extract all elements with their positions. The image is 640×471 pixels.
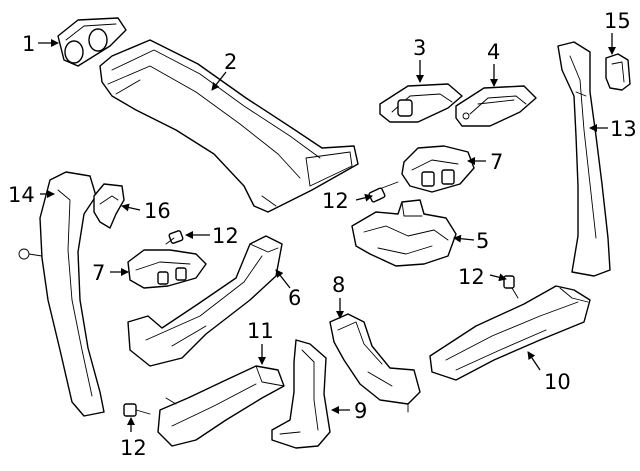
leader-5: [453, 234, 475, 243]
part-16-clip: [93, 183, 125, 229]
callout-15: 15: [604, 9, 631, 33]
part-12-clip-lower: [123, 403, 151, 417]
part-13-rear-riser-duct: [557, 41, 611, 277]
callout-14: 14: [8, 183, 35, 207]
part-7-lower-duct-junction: [127, 249, 207, 289]
part-7-upper-duct-junction: [401, 145, 475, 193]
callout-2: 2: [224, 50, 237, 74]
leader-6: [275, 269, 291, 289]
callout-16: 16: [144, 199, 171, 223]
callout-1: 1: [22, 32, 35, 56]
part-14-left-riser-duct: [18, 171, 105, 417]
part-9-riser-duct: [271, 339, 331, 449]
callout-13: 13: [610, 117, 637, 141]
leader-12-right: [489, 273, 507, 282]
callout-11: 11: [247, 319, 274, 343]
leader-2: [211, 71, 227, 91]
callout-4: 4: [487, 40, 500, 64]
part-8-elbow-duct: [329, 313, 421, 413]
callout-6: 6: [288, 286, 301, 310]
part-5-center-duct: [351, 199, 457, 267]
part-1-duct-adapter: [57, 17, 127, 67]
callout-10: 10: [544, 370, 571, 394]
callout-labels: 1 2 3 4 5 6 7 7 8 9 10 11 12 12 12 12 13…: [8, 9, 637, 460]
leader-16: [121, 203, 141, 212]
callout-12-lower: 12: [120, 436, 147, 460]
leader-10: [527, 351, 541, 371]
part-3-vent-housing: [379, 83, 463, 123]
callout-12-middle: 12: [212, 224, 239, 248]
leader-lines: [38, 33, 616, 432]
callout-7-upper: 7: [490, 150, 503, 174]
callout-5: 5: [476, 229, 489, 253]
callout-12-right: 12: [458, 265, 485, 289]
callout-7-lower: 7: [92, 261, 105, 285]
part-11-floor-duct: [157, 365, 285, 447]
part-6-floor-duct: [127, 235, 283, 367]
part-12-clip-middle: [165, 230, 184, 245]
callout-12-upper: 12: [322, 189, 349, 213]
part-4-vent-housing: [455, 85, 537, 127]
part-15-clip: [605, 53, 631, 91]
callout-3: 3: [413, 36, 426, 60]
part-2-main-floor-duct: [99, 39, 359, 213]
part-12-clip-upper: [368, 181, 399, 203]
leader-12-upper: [355, 193, 373, 202]
callout-8: 8: [332, 273, 345, 297]
callout-9: 9: [354, 399, 367, 423]
part-12-clip-right: [503, 275, 519, 299]
part-10-rear-floor-duct: [429, 285, 591, 381]
